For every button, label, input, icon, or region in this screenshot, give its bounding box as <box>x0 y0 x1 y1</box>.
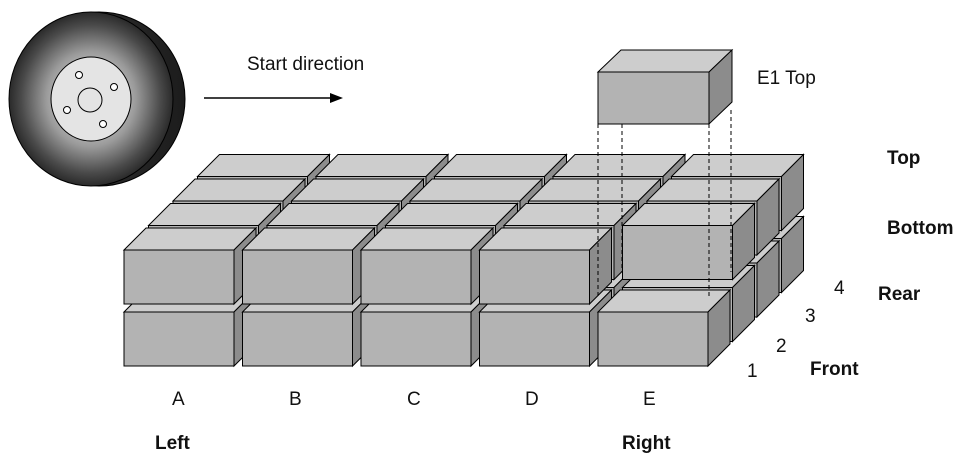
block-front-face <box>360 311 472 367</box>
block-top-face <box>527 178 662 202</box>
block-top-face <box>196 154 331 177</box>
top-label: Top <box>887 148 920 169</box>
block-top-face <box>359 227 495 251</box>
block-top-face <box>171 178 307 202</box>
block-top-face <box>314 154 450 177</box>
block-front-face <box>242 311 353 367</box>
e1-top-label: E1 Top <box>757 68 816 89</box>
block-e2-top <box>621 202 756 281</box>
block-front-face <box>622 225 733 280</box>
block-c1-top <box>359 226 495 306</box>
block-top-face <box>408 178 544 202</box>
block-e1-bottom <box>596 288 732 368</box>
block-front-face <box>123 249 235 305</box>
row-label-3: 3 <box>805 306 816 327</box>
block-front-face <box>597 311 709 367</box>
block-front-face <box>242 249 353 305</box>
column-label-a: A <box>172 389 185 410</box>
block-top-face <box>122 227 258 251</box>
left-label: Left <box>155 433 191 454</box>
block-front-face <box>479 249 590 305</box>
rear-label: Rear <box>878 284 921 305</box>
row-label-2: 2 <box>776 336 787 357</box>
row-label-1: 1 <box>747 361 758 382</box>
row-label-4: 4 <box>834 278 845 299</box>
block-top-face <box>596 289 732 313</box>
bottom-label: Bottom <box>887 218 953 239</box>
column-label-c: C <box>407 389 421 410</box>
block-top-face <box>551 154 687 177</box>
column-label-e: E <box>643 389 656 410</box>
column-label-d: D <box>525 389 539 410</box>
front-label: Front <box>810 359 859 380</box>
block-top-face <box>433 154 568 177</box>
block-top-face <box>147 203 282 226</box>
block-top-face <box>478 227 613 251</box>
right-label: Right <box>622 433 671 454</box>
block-top-face <box>384 203 519 226</box>
wheel-icon <box>8 11 186 187</box>
block-top-face <box>621 203 756 226</box>
column-label-b: B <box>289 389 302 410</box>
block-top-face <box>290 178 425 202</box>
block-top-face <box>645 178 781 202</box>
block-b1-top <box>241 226 376 306</box>
arrow-right-icon <box>204 93 343 103</box>
block-top-face <box>502 203 638 226</box>
block-top-face <box>241 227 376 251</box>
block-d1-top <box>478 226 613 306</box>
block-stack <box>122 153 805 368</box>
drop-guide-lines <box>597 110 732 296</box>
block-top-face <box>265 203 401 226</box>
block-a1-top <box>122 226 258 306</box>
block-front-face <box>360 249 472 305</box>
start-direction-label: Start direction <box>247 54 364 75</box>
block-front-face <box>123 311 235 367</box>
e1-top-block <box>596 48 734 126</box>
block-top-face <box>670 154 805 177</box>
block-front-face <box>479 311 590 367</box>
